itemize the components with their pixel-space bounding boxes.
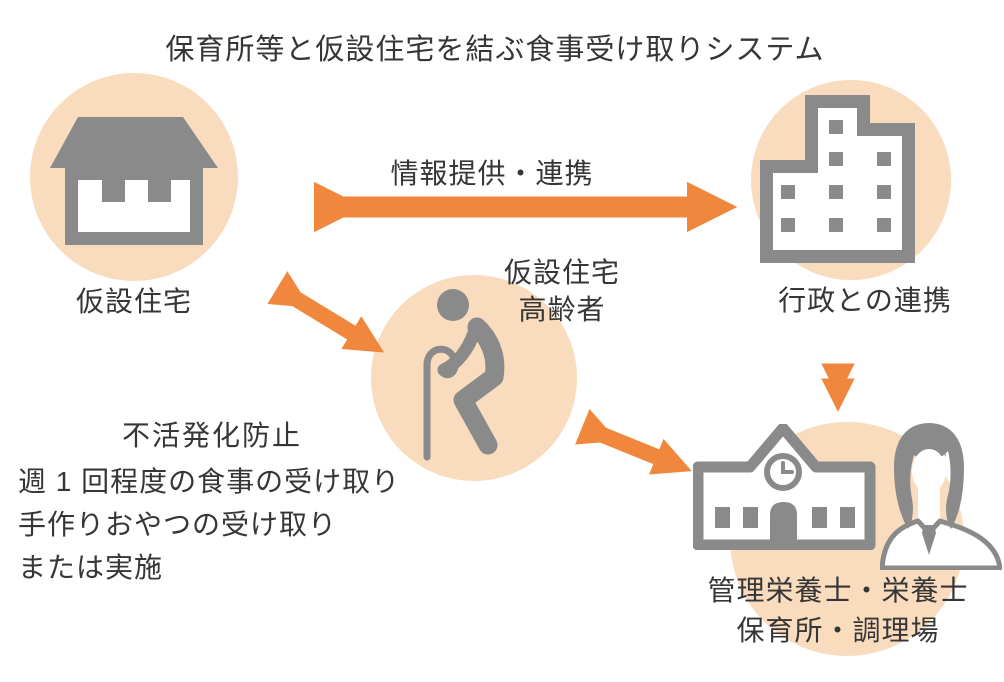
office-building-icon xyxy=(760,95,915,263)
inactivity-prevention-heading: 不活発化防止 xyxy=(122,420,303,451)
government-label: 行政との連携 xyxy=(778,285,952,316)
nutritionist-icon xyxy=(880,423,1002,570)
house-icon xyxy=(50,117,218,245)
elderly-label-line1: 仮設住宅 xyxy=(503,257,620,288)
elderly-circle xyxy=(371,275,577,481)
nursery-label-line1: 管理栄養士・栄養士 xyxy=(707,575,969,606)
page-title: 保育所等と仮設住宅を結ぶ食事受け取りシステム xyxy=(165,34,825,66)
elderly-label-line2: 高齢者 xyxy=(518,294,606,325)
nursery-label-line2: 保育所・調理場 xyxy=(736,615,940,646)
elderly-person-icon xyxy=(423,289,505,461)
temporary-housing-label: 仮設住宅 xyxy=(75,286,192,317)
note-line-or-implementation: または実施 xyxy=(18,552,164,583)
arrow-elderly-nursery xyxy=(575,408,692,475)
info-cooperation-label: 情報提供・連携 xyxy=(390,158,594,189)
note-line-meal-pickup: 週 1 回程度の食事の受け取り xyxy=(18,466,401,497)
school-icon xyxy=(693,424,876,550)
elderly-label: 仮設住宅 高齢者 xyxy=(462,254,662,328)
arrow-housing-elderly xyxy=(267,271,385,353)
nursery-label: 管理栄養士・栄養士 保育所・調理場 xyxy=(688,571,988,651)
note-line-snack-pickup: 手作りおやつの受け取り xyxy=(18,509,338,540)
notes-list: 週 1 回程度の食事の受け取り 手作りおやつの受け取り または実施 xyxy=(18,460,400,589)
